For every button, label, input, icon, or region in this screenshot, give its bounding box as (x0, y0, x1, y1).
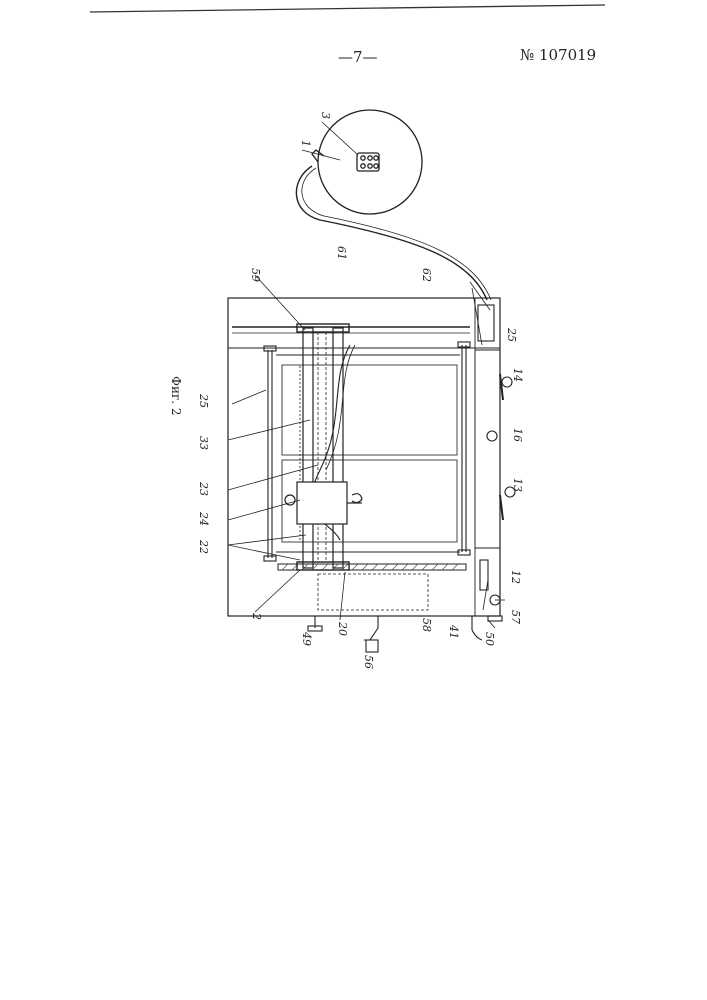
label-59: 59 (249, 268, 262, 282)
label-1: 1 (299, 140, 312, 147)
cable-61-inner (302, 168, 491, 300)
label-20: 20 (336, 621, 349, 636)
tool-head (285, 482, 362, 524)
carriage-beam (297, 324, 349, 570)
label-16: 16 (511, 428, 524, 442)
guide-rods (264, 342, 470, 561)
label-25-left: 25 (197, 393, 210, 408)
top-rule (90, 5, 605, 12)
label-56: 56 (362, 655, 375, 669)
figure-caption: Фиг. 2 (169, 376, 183, 416)
label-50: 50 (483, 632, 496, 646)
cable-23 (326, 345, 355, 470)
label-62: 62 (420, 268, 433, 282)
label-14: 14 (511, 368, 524, 382)
label-57: 57 (509, 610, 522, 624)
label-22: 22 (197, 539, 210, 554)
label-58: 58 (420, 618, 433, 632)
label-41: 41 (447, 624, 460, 639)
label-61: 61 (335, 246, 348, 260)
callout-labels: 1 3 61 62 59 25 33 23 24 22 2 49 20 58 5… (169, 112, 524, 669)
pendant-controller (312, 110, 422, 214)
cable-61 (296, 166, 487, 300)
label-49: 49 (300, 631, 313, 646)
label-2: 2 (250, 612, 263, 620)
label-25-right: 25 (505, 327, 518, 342)
label-12: 12 (509, 570, 522, 584)
label-3: 3 (319, 112, 332, 119)
label-13: 13 (511, 478, 524, 492)
rail-hatching (282, 564, 458, 570)
label-23: 23 (197, 481, 210, 496)
control-strip (475, 350, 515, 605)
label-33: 33 (197, 436, 210, 450)
label-24: 24 (197, 511, 210, 526)
